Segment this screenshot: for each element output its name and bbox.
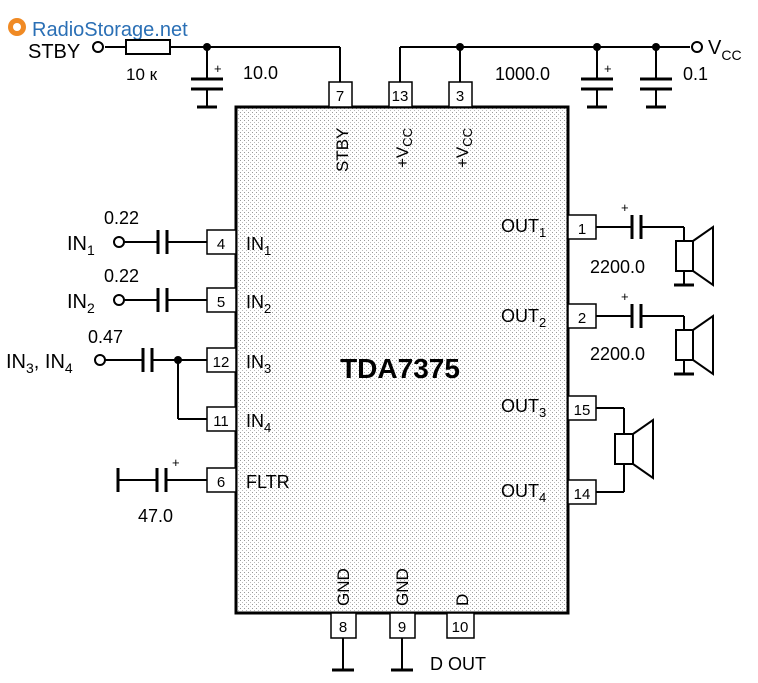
in1-input-label: IN1 <box>67 233 95 258</box>
chip-name: TDA7375 <box>340 353 460 384</box>
svg-text:1: 1 <box>578 221 586 238</box>
pin-label-in3: IN3 <box>246 352 271 376</box>
pin-label-d: D <box>453 594 472 606</box>
pin-12: 12 <box>206 347 237 373</box>
pin-label-in4: IN4 <box>246 411 271 435</box>
in34-cap-label: 0.47 <box>88 327 123 347</box>
in2-input-label: IN2 <box>67 291 95 316</box>
pin-3: 3 <box>448 81 473 108</box>
svg-text:9: 9 <box>398 619 406 636</box>
pin-11: 11 <box>206 406 237 432</box>
cap-10-plus: + <box>214 61 222 76</box>
stby-terminal <box>92 41 104 53</box>
in2-cap-label: 0.22 <box>104 266 139 286</box>
cap-01-label: 0.1 <box>683 64 708 84</box>
cap-1000-plus: + <box>604 61 612 76</box>
svg-text:14: 14 <box>574 486 591 503</box>
pin-label-in2: IN2 <box>246 292 271 316</box>
svg-text:15: 15 <box>574 402 591 419</box>
in1-terminal <box>113 236 125 248</box>
pin-5: 5 <box>206 287 237 313</box>
pin-label-out3: OUT3 <box>501 396 546 420</box>
pin-6: 6 <box>206 467 237 493</box>
pin-1: 1 <box>567 214 597 240</box>
watermark-logo: RadioStorage.net <box>8 18 188 41</box>
svg-text:7: 7 <box>336 88 344 105</box>
out1-cap-plus: + <box>621 200 629 215</box>
vcc-label: VCC <box>708 37 742 63</box>
pin-label-fltr: FLTR <box>246 472 290 492</box>
pin-label-stby: STBY <box>333 128 352 172</box>
svg-text:2: 2 <box>578 310 586 327</box>
svg-text:6: 6 <box>217 474 225 491</box>
resistor-label: 10 к <box>126 65 158 84</box>
in2-terminal <box>113 294 125 306</box>
svg-text:3: 3 <box>456 88 464 105</box>
svg-text:8: 8 <box>339 619 347 636</box>
cap-1000-label: 1000.0 <box>495 64 550 84</box>
pin-label-vcc-13: +VCC <box>393 128 415 168</box>
pin-9: 9 <box>389 612 416 639</box>
cap-10-label: 10.0 <box>243 63 278 83</box>
pin-10: 10 <box>446 612 475 639</box>
pin-15: 15 <box>567 395 597 421</box>
pin-4: 4 <box>206 229 237 255</box>
vcc-terminal <box>691 41 703 53</box>
pin-8: 8 <box>330 612 357 639</box>
watermark-text: RadioStorage.net <box>32 19 188 41</box>
pin-label-in1: IN1 <box>246 234 271 258</box>
pin-label-out2: OUT2 <box>501 306 546 330</box>
in34-terminal <box>94 354 106 366</box>
pin-label-gnd-8: GND <box>334 568 353 606</box>
pin-label-out1: OUT1 <box>501 216 546 240</box>
fltr-cap-plus: + <box>172 455 180 470</box>
pin-14: 14 <box>567 479 597 505</box>
out1-cap-label: 2200.0 <box>590 257 645 277</box>
pin-label-out4: OUT4 <box>501 481 546 505</box>
fltr-cap-label: 47.0 <box>138 506 173 526</box>
svg-text:10: 10 <box>452 619 469 636</box>
svg-text:11: 11 <box>213 413 229 430</box>
svg-text:12: 12 <box>213 354 230 371</box>
svg-text:4: 4 <box>217 236 225 253</box>
pin-label-gnd-9: GND <box>393 568 412 606</box>
in34-input-label: IN3, IN4 <box>6 351 73 376</box>
in1-cap-label: 0.22 <box>104 208 139 228</box>
dout-label: D OUT <box>430 654 486 674</box>
pin-2: 2 <box>567 303 597 329</box>
out2-cap-label: 2200.0 <box>590 344 645 364</box>
svg-text:13: 13 <box>392 88 409 105</box>
pin-13: 13 <box>388 81 413 108</box>
pin-7: 7 <box>328 81 353 108</box>
stby-input-label: STBY <box>28 41 80 63</box>
svg-text:5: 5 <box>217 294 225 311</box>
pin-label-vcc-3: +VCC <box>453 128 475 168</box>
out2-cap-plus: + <box>621 289 629 304</box>
chip-body <box>234 105 570 615</box>
